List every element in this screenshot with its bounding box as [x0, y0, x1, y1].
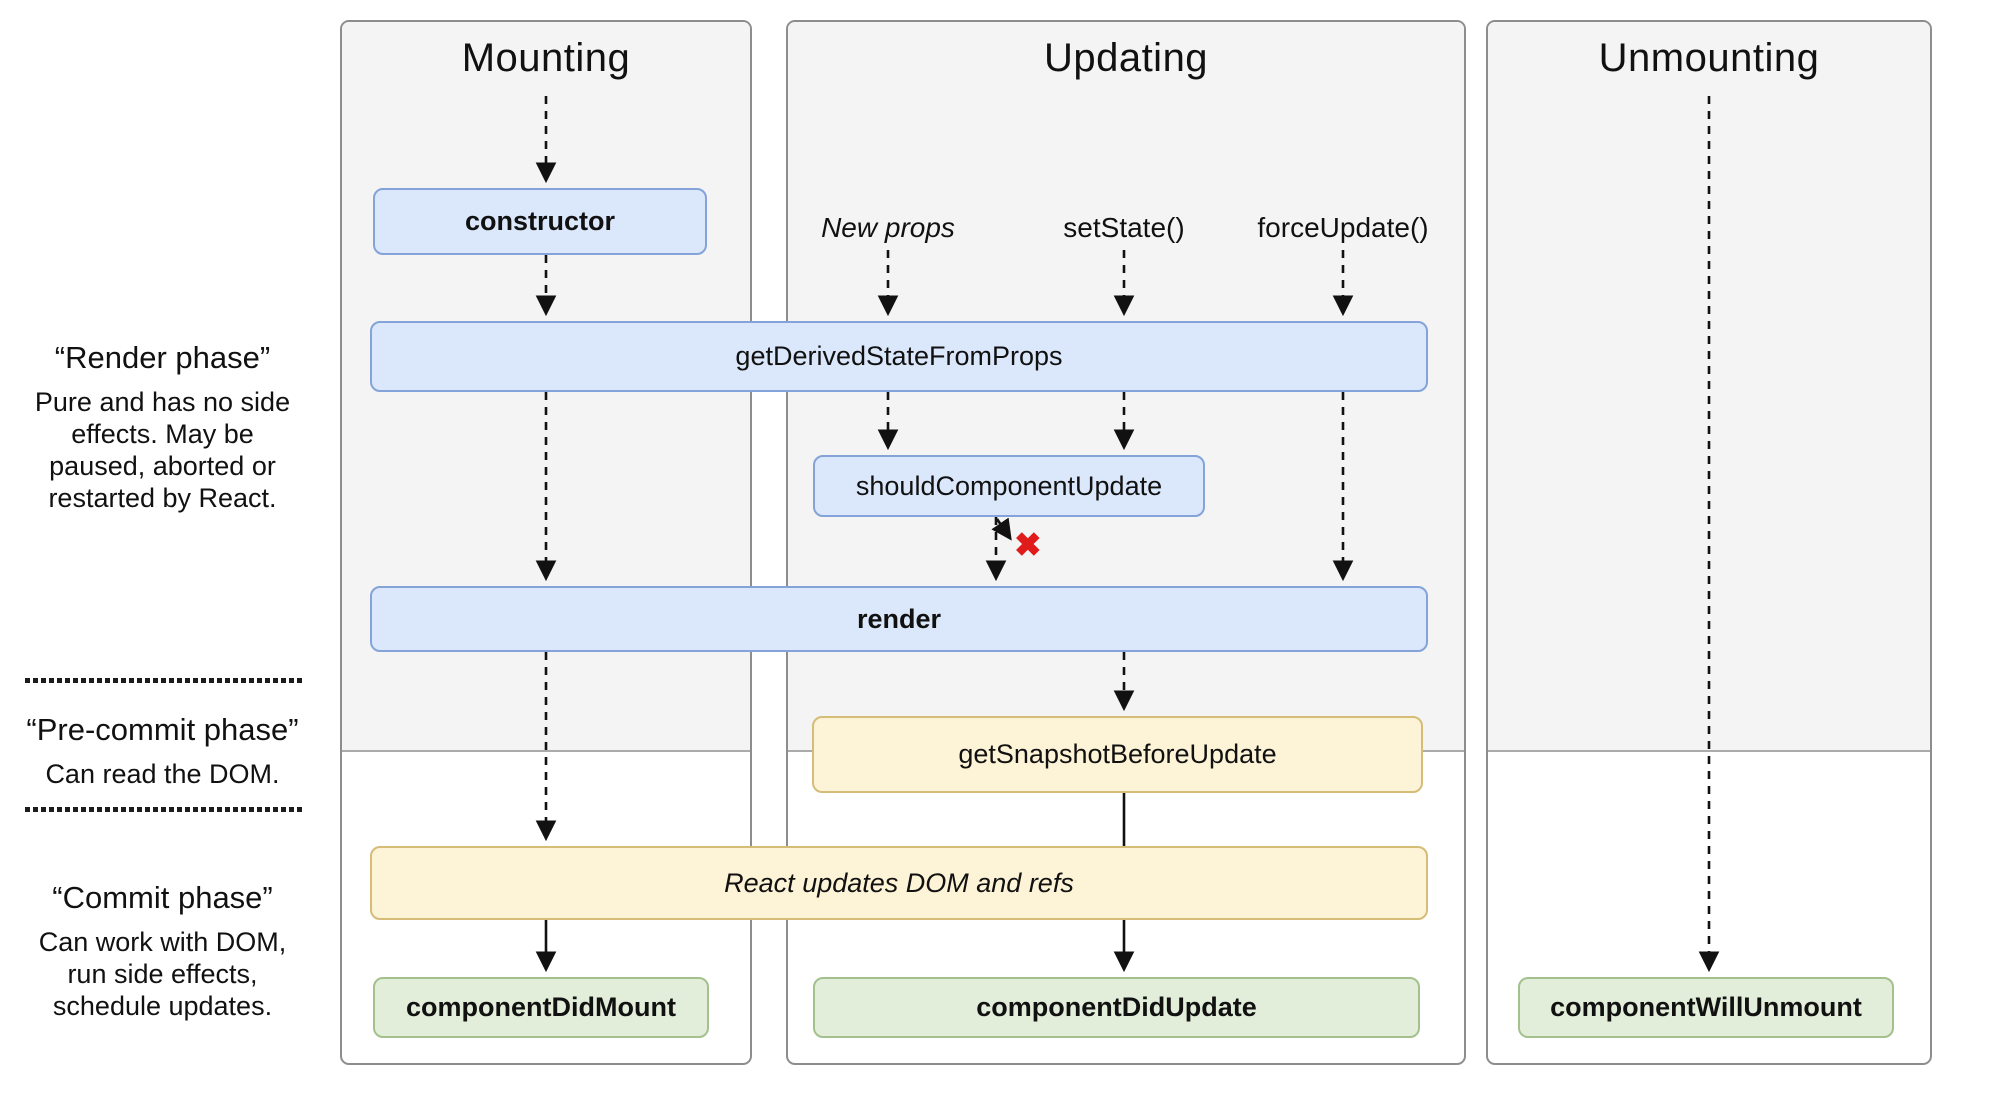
render-phase-title: “Render phase” [54, 340, 271, 375]
shouldcomponentupdate-node[interactable]: shouldComponentUpdate [813, 455, 1205, 517]
phase-separator [25, 807, 302, 812]
componentdidupdate-node[interactable]: componentDidUpdate [813, 977, 1420, 1038]
commit-phase-annotation: “Commit phase” Can work with DOM, run si… [20, 880, 305, 1022]
commit-phase-title: “Commit phase” [52, 880, 273, 915]
commit-phase-description: Can work with DOM, run side effects, sch… [38, 927, 287, 1021]
updating-column-title: Updating [1043, 36, 1209, 80]
unmounting-column-title: Unmounting [1598, 36, 1820, 80]
render-node[interactable]: render [370, 586, 1428, 652]
forceupdate-label: forceUpdate() [1257, 212, 1429, 243]
scu-false-x-icon: ✖ [1014, 526, 1042, 563]
mounting-column-title: Mounting [461, 36, 631, 80]
constructor-node[interactable]: constructor [373, 188, 707, 255]
react-updates-dom-node: React updates DOM and refs [370, 846, 1428, 920]
setstate-label: setState() [1063, 212, 1185, 243]
phase-separator [25, 678, 302, 683]
new-props-label: New props [821, 212, 955, 243]
render-phase-annotation: “Render phase” Pure and has no side effe… [20, 340, 305, 514]
pre-commit-phase-annotation: “Pre-commit phase” Can read the DOM. [20, 712, 305, 790]
getsnapshotbeforeupdate-node[interactable]: getSnapshotBeforeUpdate [812, 716, 1423, 793]
componentdidmount-node[interactable]: componentDidMount [373, 977, 709, 1038]
componentwillunmount-node[interactable]: componentWillUnmount [1518, 977, 1894, 1038]
getderivedstatefromprops-node[interactable]: getDerivedStateFromProps [370, 321, 1428, 392]
render-phase-shading [1488, 22, 1930, 752]
pre-commit-phase-title: “Pre-commit phase” [26, 712, 299, 747]
pre-commit-phase-description: Can read the DOM. [45, 759, 280, 789]
render-phase-description: Pure and has no side effects. May be pau… [34, 387, 291, 513]
unmounting-panel [1486, 20, 1932, 1065]
